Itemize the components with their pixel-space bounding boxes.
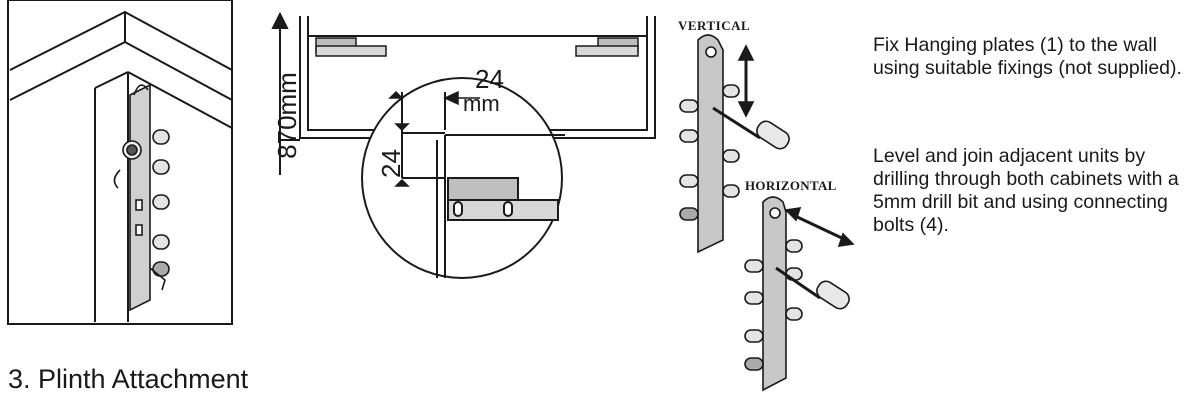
horizontal-adjust-arrow — [792, 213, 847, 242]
horizontal-label: HORIZONTAL — [745, 178, 837, 193]
screwdriver-vertical — [712, 106, 790, 150]
height-dimension-label: 870mm — [271, 72, 302, 159]
horizontal-offset-value: 24 — [475, 64, 504, 94]
cabinet-front-view-illustration — [271, 11, 656, 279]
vertical-label: VERTICAL — [678, 18, 751, 33]
hanging-bracket — [113, 83, 170, 312]
cabinet-side-panel — [94, 71, 129, 322]
hanging-rail-detail — [447, 177, 519, 201]
instruction-join-units: Level and join adjacent units by drillin… — [873, 145, 1179, 236]
section-heading: 3. Plinth Attachment — [8, 364, 249, 394]
cabinet-top-panel — [9, 10, 233, 101]
screwdriver-horizontal — [775, 266, 850, 310]
horizontal-offset-unit: mm — [463, 91, 500, 116]
vertical-offset-label: 24 — [375, 149, 406, 178]
horizontal-bracket — [744, 196, 803, 392]
cabinet-corner-bracket-illustration — [7, 0, 233, 325]
bracket-adjustment-illustration — [679, 34, 855, 392]
vertical-bracket — [679, 34, 740, 254]
instruction-hanging-plates: Fix Hanging plates (1) to the wall using… — [873, 34, 1182, 79]
inset-frame — [7, 0, 233, 325]
